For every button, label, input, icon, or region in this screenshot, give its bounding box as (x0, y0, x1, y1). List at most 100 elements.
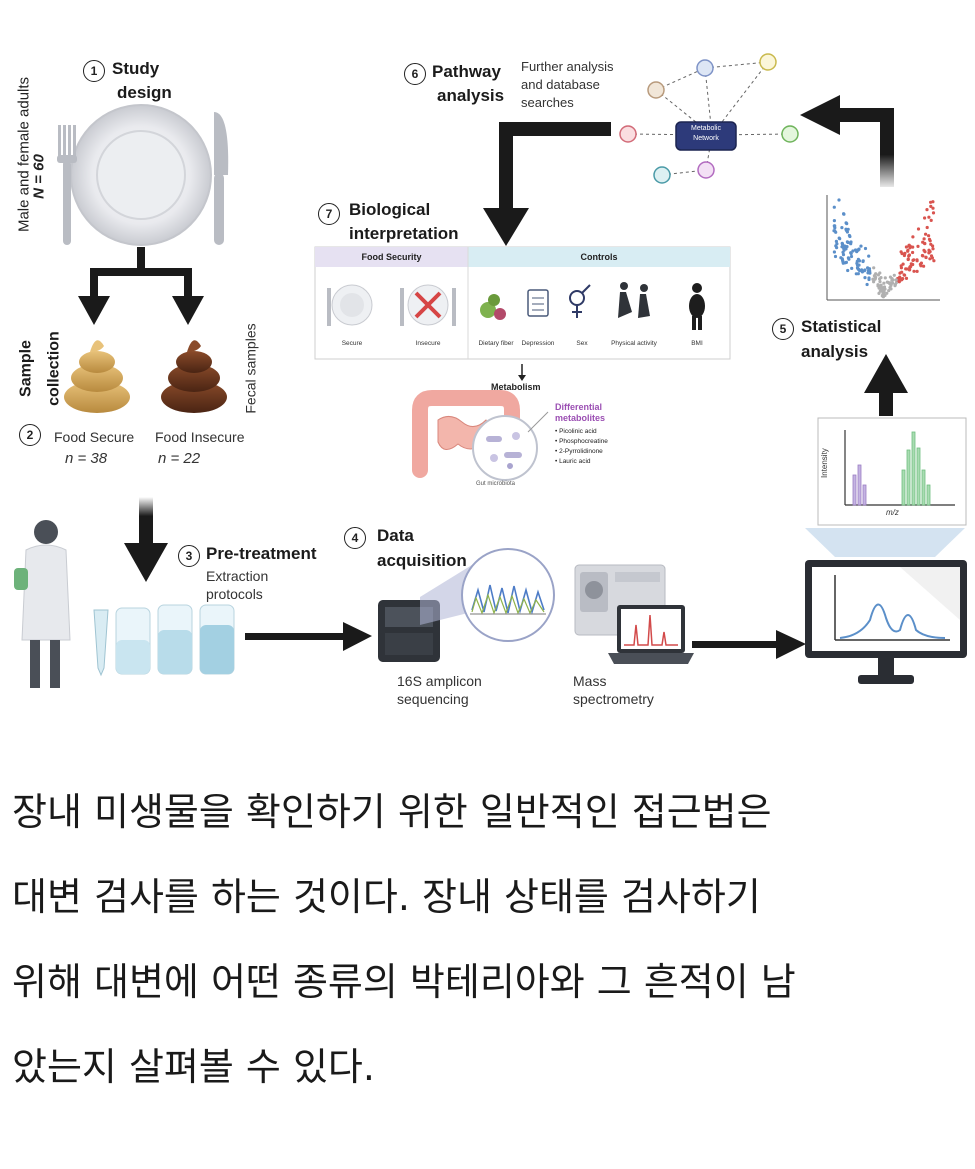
volcano-point (837, 198, 841, 202)
volcano-point (923, 250, 927, 254)
volcano-point (857, 247, 861, 251)
volcano-point (839, 256, 843, 260)
food-secure-label: Food Secure (54, 429, 135, 445)
volcano-point (919, 264, 923, 268)
food-secure-n: n = 38 (65, 450, 108, 467)
network-nodes (619, 53, 799, 184)
step6-title-line2: analysis (437, 86, 505, 105)
volcano-point (929, 204, 933, 208)
differential-line2: metabolites (555, 413, 606, 423)
arrow-to-monitor (692, 630, 806, 659)
volcano-point (863, 246, 868, 251)
volcano-point (901, 277, 905, 281)
volcano-point (903, 251, 907, 255)
volcano-point (927, 234, 931, 238)
volcano-point (886, 280, 891, 285)
volcano-point (908, 244, 912, 248)
volcano-point (932, 259, 936, 263)
volcano-point (849, 240, 853, 244)
volcano-point (882, 290, 886, 294)
food-security-header: Food Security (361, 252, 422, 262)
volcano-point (849, 254, 854, 259)
volcano-point (901, 262, 905, 266)
volcano-point (929, 218, 933, 222)
caption-line-1: 장내 미생물을 확인하기 위한 일반적인 접근법은 (12, 790, 772, 834)
volcano-point (846, 240, 850, 245)
food-insecure-label: Food Insecure (155, 429, 245, 445)
network-label-line2: Network (693, 135, 719, 142)
sequencer-icon (378, 548, 555, 662)
volcano-point (861, 259, 865, 264)
step3-sub-line1: Extraction (206, 568, 269, 584)
step1-title-line1: Study (112, 59, 160, 78)
volcano-point (900, 252, 904, 256)
caption-paragraph: 장내 미생물을 확인하기 위한 일반적인 접근법은 대변 검사를 하는 것이다.… (12, 770, 967, 1110)
volcano-point (928, 257, 932, 261)
step6-sub-line2: and database (521, 77, 600, 92)
volcano-point (841, 253, 846, 257)
volcano-point (931, 206, 935, 210)
volcano-point (893, 282, 898, 287)
metabolism-title: Metabolism (491, 382, 541, 392)
volcano-point (905, 267, 909, 271)
volcano-point (847, 257, 851, 261)
step6-number: 6 (404, 63, 426, 85)
volcano-point (863, 276, 867, 280)
step3-title: Pre-treatment (206, 544, 317, 563)
volcano-point (880, 285, 884, 289)
mass-spec-line2: spectrometry (573, 691, 654, 707)
volcano-point (865, 282, 869, 287)
fork-icon (57, 125, 77, 245)
step2-title-line2: collection (45, 331, 63, 406)
workflow-graphics (14, 53, 967, 688)
metabolite-1: • Picolinic acid (555, 428, 597, 435)
volcano-point (851, 249, 855, 253)
volcano-point (859, 244, 863, 248)
vial-icons (93, 604, 235, 677)
volcano-point (867, 277, 871, 282)
volcano-point (923, 216, 927, 220)
volcano-plot (820, 190, 950, 308)
volcano-point (876, 273, 881, 277)
fecal-samples-label: Fecal samples (242, 323, 259, 414)
volcano-point (872, 274, 877, 278)
interpretation-column-label: Insecure (415, 340, 441, 347)
volcano-point (867, 267, 872, 271)
spectrum-ylabel: Intensity (820, 448, 829, 478)
step1-number: 1 (83, 60, 105, 82)
volcano-point (833, 254, 838, 259)
step6-sub-line1: Further analysis (521, 59, 614, 74)
interpretation-column-label: Physical activity (611, 340, 657, 347)
workflow-figure: 1 Study design N = 60 Male and female ad… (14, 53, 967, 707)
step2-number: 2 (19, 424, 41, 446)
volcano-point (922, 264, 926, 268)
scientist-icon (14, 520, 71, 688)
sequencing-line1: 16S amplicon (397, 673, 482, 689)
arrow-to-acquisition (245, 622, 372, 651)
volcano-point (908, 268, 912, 272)
step7-title-line2: interpretation (349, 224, 459, 243)
volcano-point (899, 266, 904, 270)
differential-line1: Differential (555, 402, 603, 412)
volcano-point (931, 211, 936, 215)
volcano-point (863, 268, 867, 272)
step2-title-line1: Sample (17, 340, 35, 397)
volcano-point (887, 289, 891, 293)
sequencing-line2: sequencing (397, 691, 469, 707)
volcano-point (846, 227, 850, 231)
volcano-point (834, 239, 839, 243)
step5-title-line2: analysis (801, 342, 869, 361)
volcano-point (909, 264, 913, 269)
volcano-point (921, 254, 925, 258)
volcano-point (833, 226, 837, 230)
volcano-point (911, 245, 915, 249)
volcano-point (850, 266, 854, 270)
volcano-point (855, 250, 859, 254)
metabolite-4: • Lauric acid (555, 458, 591, 465)
interpretation-column-label: Dietary fiber (478, 340, 514, 347)
monitor-icon (805, 528, 967, 684)
fecal-sample-insecure-icon (161, 340, 227, 413)
step4-number: 4 (344, 527, 366, 549)
cohort-size: N = 60 (30, 154, 48, 199)
caption-line-2: 대변 검사를 하는 것이다. 장내 상태를 검사하기 (12, 875, 761, 919)
